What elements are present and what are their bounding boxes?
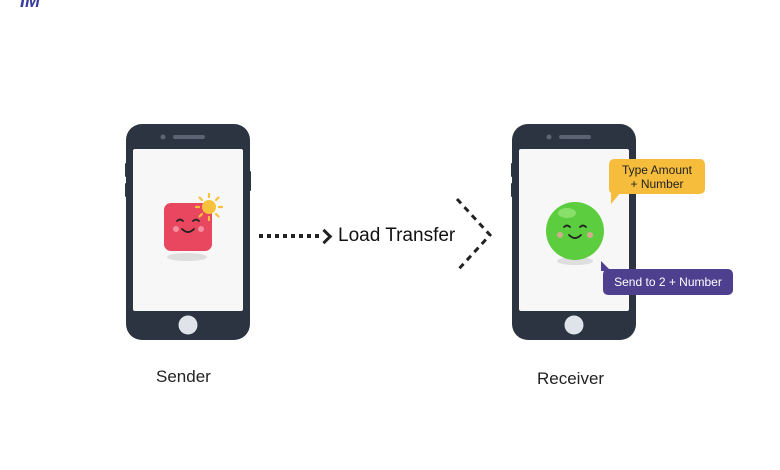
receiver-phone bbox=[511, 123, 637, 341]
dotted-chevron-icon bbox=[455, 197, 493, 273]
svg-text:IM: IM bbox=[20, 0, 41, 8]
sender-caption: Sender bbox=[156, 367, 211, 386]
brand-logo: IM bbox=[20, 0, 41, 8]
smiling-red-square-with-sun-icon bbox=[164, 192, 224, 261]
send-to-bubble: Send to 2 + Number bbox=[601, 261, 733, 295]
arrow-head-icon bbox=[316, 228, 333, 244]
load-transfer-label: Load Transfer bbox=[338, 225, 456, 246]
sender-phone bbox=[125, 123, 251, 341]
type-amount-bubble: Type Amount + Number bbox=[609, 159, 705, 204]
receiver-caption: Receiver bbox=[537, 369, 605, 388]
load-transfer-arrow: Load Transfer bbox=[259, 225, 455, 247]
smiling-green-ball-icon bbox=[546, 202, 604, 265]
dotted-line bbox=[259, 234, 319, 238]
